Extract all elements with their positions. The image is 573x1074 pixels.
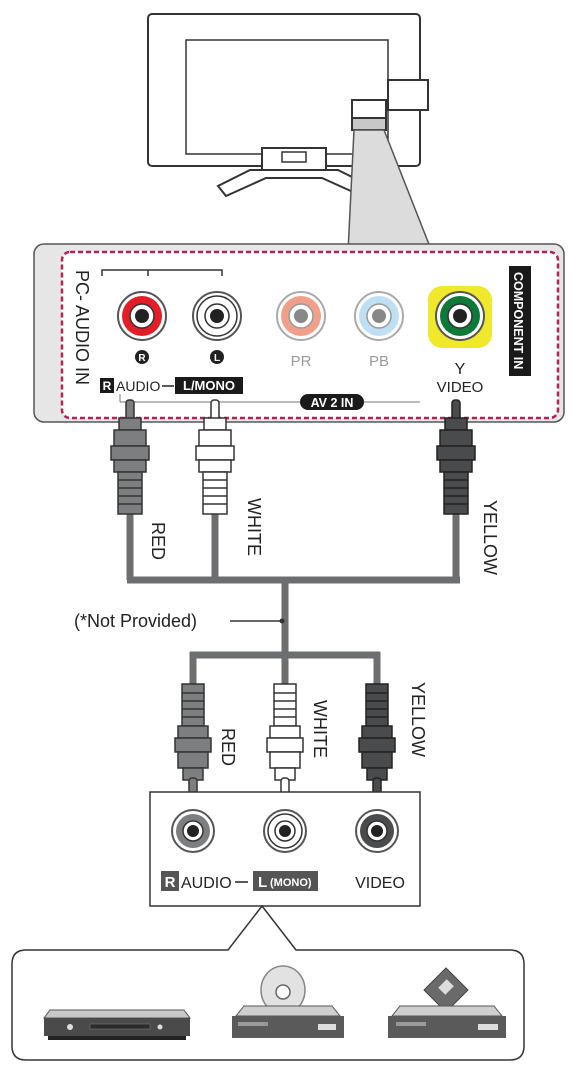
pc-audio-bracket: [101, 269, 223, 276]
yellow-label-bottom: YELLOW: [408, 682, 428, 757]
av2in-badge: [300, 394, 364, 410]
device-jack-video: [355, 809, 399, 853]
pc-audio-in-label: PC- AUDIO IN: [72, 270, 92, 385]
set-top-box-icon: [388, 967, 506, 1038]
device-video-label: VIDEO: [355, 875, 405, 892]
pb-label: PB: [369, 353, 389, 370]
l-symbol-circle: [210, 350, 224, 364]
plug-red-device: [174, 683, 212, 799]
jack-r-audio: [117, 291, 167, 341]
white-label-top: WHITE: [244, 498, 264, 556]
audio-label: AUDIO: [116, 378, 160, 394]
devices-callout: [11, 904, 525, 1061]
device-audio-label: AUDIO: [181, 875, 232, 892]
device-r-label: R: [165, 874, 176, 891]
device-jack-r: [171, 809, 215, 853]
red-label-bottom: RED: [218, 728, 238, 766]
red-label-top: RED: [148, 522, 168, 560]
device-output-panel: R AUDIO L (MONO) VIDEO: [149, 791, 421, 907]
tv-input-panel: PC- AUDIO IN: [33, 243, 565, 423]
pr-label: PR: [291, 353, 312, 370]
jack-pb: [354, 291, 404, 341]
device-mono-label: (MONO): [270, 877, 312, 889]
plug-white-device: [266, 683, 304, 799]
component-in-label: COMPONENT IN: [511, 272, 525, 369]
jack-y-video: [428, 286, 492, 348]
not-provided-note: (*Not Provided): [74, 611, 197, 631]
l-symbol: L: [214, 353, 220, 364]
component-in-box: [509, 266, 531, 376]
device-l-mono-box: [253, 871, 318, 891]
plug-yellow-device: [358, 683, 396, 799]
panel-dashed-border: [60, 250, 560, 420]
video-label: VIDEO: [437, 379, 484, 396]
device-jack-l: [263, 809, 307, 853]
r-symbol: R: [138, 353, 146, 364]
l-mono-label: L/MONO: [183, 378, 235, 393]
jack-l-audio: [192, 291, 242, 341]
y-label: Y: [455, 361, 466, 378]
white-label-bottom: WHITE: [310, 700, 330, 758]
r-symbol-circle: [135, 350, 149, 364]
r-box-label: R: [103, 379, 112, 393]
note-dot: [279, 618, 285, 624]
av2in-label: AV 2 IN: [311, 396, 354, 410]
cable-lines: [126, 512, 460, 690]
device-r-box: [161, 871, 179, 891]
yellow-label-top: YELLOW: [480, 500, 500, 575]
l-mono-box: [175, 377, 243, 394]
disc-player-icon: [232, 965, 344, 1038]
device-l-label: L: [258, 874, 267, 891]
r-box: [100, 378, 114, 393]
jack-pr: [276, 291, 326, 341]
dvd-player-icon: [43, 1009, 191, 1040]
